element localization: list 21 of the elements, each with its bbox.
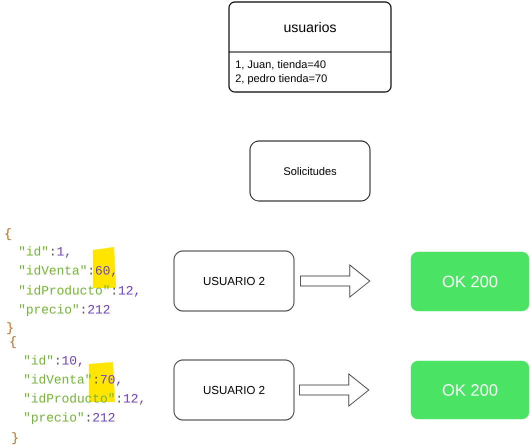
code-line: "precio":212 bbox=[20, 304, 110, 316]
code-line: "id":10, bbox=[24, 355, 82, 367]
code-line: "id":1, bbox=[20, 246, 69, 258]
table-row: 2, pedro tienda=70 bbox=[236, 74, 327, 84]
process-box: Solicitudes bbox=[250, 140, 370, 202]
code-line: } bbox=[7, 322, 12, 334]
code-line: "idVenta":60, bbox=[20, 265, 115, 277]
table-row: 1, Juan, tienda=40 bbox=[236, 60, 326, 70]
code-line: { bbox=[10, 336, 16, 348]
block-arrow bbox=[300, 264, 370, 298]
block-arrow bbox=[299, 373, 370, 407]
status-box: OK 200 bbox=[410, 360, 530, 420]
code-line: { bbox=[6, 228, 11, 240]
status-box: OK 200 bbox=[410, 252, 530, 312]
code-line: "idProducto":12, bbox=[20, 285, 138, 297]
table-title: usuarios bbox=[284, 22, 336, 32]
code-line: "precio":212 bbox=[24, 412, 114, 424]
process-box: USUARIO 2 bbox=[174, 360, 294, 420]
code-line: } bbox=[12, 432, 18, 444]
table-box bbox=[228, 1, 392, 93]
process-box: USUARIO 2 bbox=[174, 250, 294, 312]
